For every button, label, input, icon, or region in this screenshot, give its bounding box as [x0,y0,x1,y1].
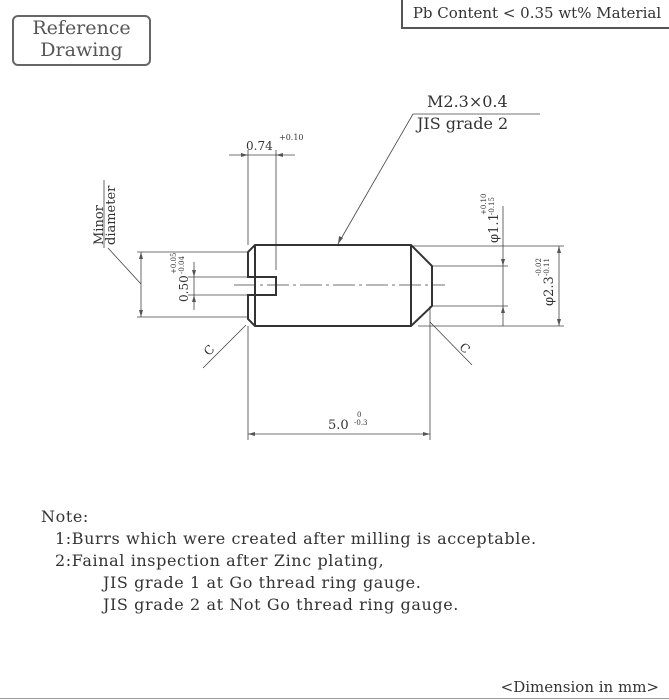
length-tol-lower: -0.3 [354,419,368,427]
slot-width-tol-lower: -0.04 [178,256,186,274]
outer-diameter: φ2.3 [542,276,557,306]
length-tol-upper: 0 [357,411,361,419]
outer-diameter-tol-upper: -0.02 [535,258,543,276]
arrowheads [139,153,561,436]
tip-diameter-tol-lower: -0.15 [488,197,496,215]
thread-grade: JIS grade 2 [415,114,508,133]
slot-width: 0.50 [177,275,191,302]
notes: Note: 1:Burrs which were created after m… [41,506,537,616]
notes-title: Note: [41,507,89,526]
outer-diameter-tol-lower: -0.11 [543,258,551,276]
screw-outline [247,244,433,327]
chamfer-right: C [457,340,473,356]
slot-depth: 0.74 [246,139,273,153]
note-item: JIS grade 2 at Not Go thread ring gauge. [103,595,459,614]
tip-diameter: φ1.1 [487,213,502,243]
reference-drawing-label: Reference Drawing [12,15,151,66]
dimension-lines [103,113,564,440]
slot-depth-tol: +0.10 [279,133,304,142]
bottom-divider [0,698,669,699]
note-item: JIS grade 1 at Go thread ring gauge. [103,573,422,592]
slot-width-tol-upper: +0.05 [170,253,178,274]
material-note: Pb Content < 0.35 wt% Material [401,0,669,29]
reference-label-line1: Reference [32,17,131,39]
minor-diameter-line2: diameter [104,185,119,245]
tip-diameter-tol-upper: +0.10 [480,194,488,215]
reference-label-line2: Drawing [40,39,123,61]
length: 5.0 [328,418,349,433]
thread-spec: M2.3×0.4 [427,92,508,111]
note-item: 1:Burrs which were created after milling… [55,529,537,548]
note-item: 2:Fainal inspection after Zinc plating, [55,551,385,570]
unit-note: <Dimension in mm> [500,678,659,696]
minor-diameter-line1: Minor [92,204,107,245]
